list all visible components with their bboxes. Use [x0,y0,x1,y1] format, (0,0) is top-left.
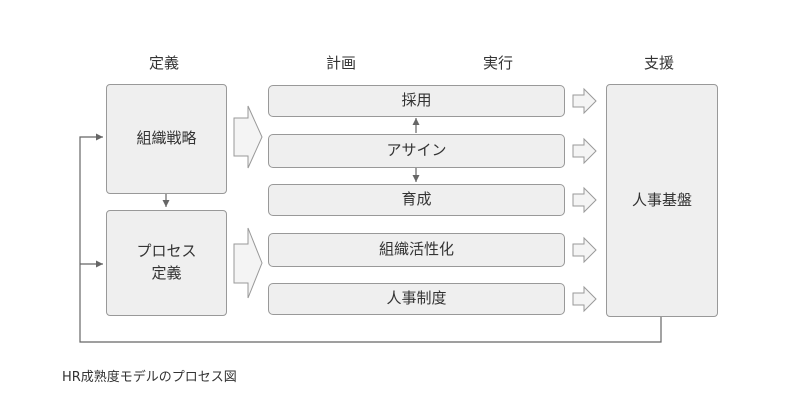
activity-activation: 組織活性化 [268,233,565,267]
activity-label: 採用 [401,91,432,110]
activity-label: アサイン [386,141,447,160]
activity-label: 人事制度 [386,289,447,308]
process-to-plan-block-arrow [233,227,263,299]
activation-to-foundation-arrow [572,236,597,264]
assign-to-foundation-arrow [572,137,597,165]
process-definition-label: プロセス 定義 [136,241,196,285]
process-label-line1: プロセス [136,242,197,261]
figure-caption: HR成熟度モデルのプロセス図 [62,370,237,385]
header-support: 支援 [644,54,675,72]
system-to-foundation-arrow [572,285,597,313]
activity-develop: 育成 [268,184,565,216]
feedback-loop-line [79,133,662,343]
activity-hr-system: 人事制度 [268,283,565,315]
strategy-label: 組織戦略 [136,129,197,148]
process-label-line2: 定義 [151,264,182,282]
hr-foundation-label: 人事基盤 [631,190,692,209]
strategy-to-plan-block-arrow [233,105,263,169]
header-define: 定義 [149,54,180,72]
recruit-to-foundation-arrow [572,87,597,115]
activity-recruit: 採用 [268,85,565,117]
activity-label: 組織活性化 [378,240,454,259]
header-plan: 計画 [326,54,357,72]
process-definition-box: プロセス 定義 [106,210,227,316]
strategy-box: 組織戦略 [106,84,227,194]
header-execute: 実行 [483,54,514,72]
activity-assign: アサイン [268,134,565,168]
hr-foundation-box: 人事基盤 [606,84,718,317]
activity-label: 育成 [401,190,432,209]
develop-to-foundation-arrow [572,186,597,214]
